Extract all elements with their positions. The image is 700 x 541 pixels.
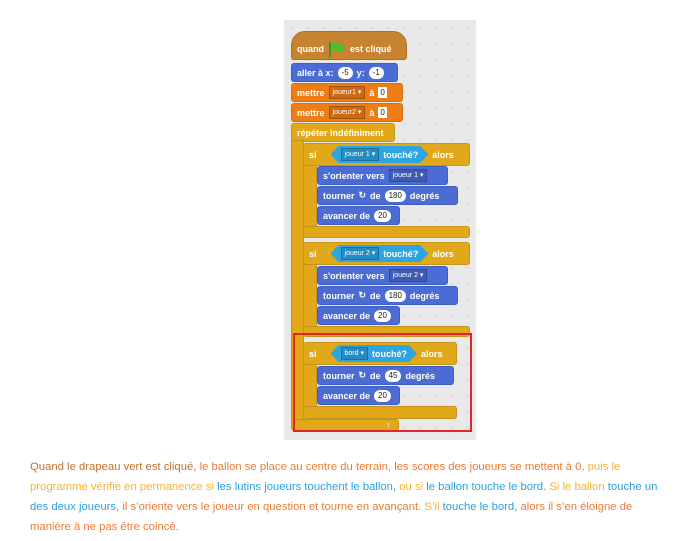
if-touching-block[interactable]: si bord ▾ touché? alors	[303, 342, 457, 365]
description-segment: touche le bord,	[442, 501, 518, 513]
block-label: à	[369, 107, 375, 118]
description-segment: S’il	[421, 501, 443, 513]
move-block[interactable]: avancer de 20	[317, 206, 400, 225]
description-segment: touche un des deux joueurs,	[30, 481, 658, 513]
block-label: touché?	[372, 348, 407, 359]
rotate-clockwise-icon: ↻	[358, 370, 367, 380]
block-label: si	[309, 248, 317, 259]
description-segment: ou si	[396, 481, 427, 493]
description-segment: les lutins joueurs touchent le ballon,	[217, 481, 397, 493]
point-towards-block[interactable]: s'orienter vers joueur 1 ▾	[317, 166, 448, 185]
description-segment: il s’oriente vers le joueur en question …	[119, 501, 422, 513]
value-input[interactable]: 0	[378, 87, 387, 98]
touching-condition[interactable]: joueur 1 ▾touché?	[331, 146, 429, 163]
move-block[interactable]: avancer de 20	[317, 306, 400, 325]
block-label: touché?	[383, 149, 419, 160]
degrees-input[interactable]: 180	[384, 189, 406, 202]
forever-block[interactable]: répéter indéfiniment	[291, 123, 395, 142]
block-label: alors	[421, 348, 443, 359]
variable-dropdown[interactable]: joueur1 ▾	[328, 86, 366, 99]
dropdown-value: joueur 1	[392, 172, 418, 179]
sprite-dropdown[interactable]: joueur 2 ▾	[341, 247, 380, 260]
block-label: degrés	[409, 190, 440, 201]
dropdown-value: bord	[344, 350, 359, 357]
move-block[interactable]: avancer de 20	[317, 386, 400, 405]
when-flag-clicked-block[interactable]: quand est cliqué	[291, 31, 407, 60]
block-label: de	[370, 370, 381, 381]
block-label: avancer de	[323, 390, 371, 401]
turn-block[interactable]: tourner ↻ de 180 degrés	[317, 286, 458, 305]
description-paragraph: Quand le drapeau vert est cliqué, le bal…	[30, 457, 675, 537]
target-dropdown[interactable]: joueur 1 ▾	[388, 169, 428, 182]
block-label: mettre	[297, 87, 325, 98]
block-label: répéter indéfiniment	[297, 127, 384, 138]
touching-condition[interactable]: joueur 2 ▾touché?	[331, 245, 429, 262]
block-label: mettre	[297, 107, 325, 118]
turn-block[interactable]: tourner ↻ de 45 degrés	[317, 366, 454, 385]
block-label: alors	[432, 248, 454, 259]
if-bottom	[303, 406, 457, 419]
steps-input[interactable]: 20	[374, 309, 391, 322]
block-label: y:	[356, 67, 365, 78]
highlight-box	[293, 333, 472, 432]
if-bottom	[303, 226, 470, 238]
green-flag-icon	[329, 41, 344, 57]
degrees-input[interactable]: 45	[384, 369, 402, 382]
block-label: tourner	[323, 190, 355, 201]
target-dropdown[interactable]: joueur 2 ▾	[388, 269, 428, 282]
steps-input[interactable]: 20	[374, 389, 391, 402]
description-segment: le ballon se place au centre du terrain,…	[199, 461, 588, 473]
block-label: si	[309, 149, 317, 160]
value-input[interactable]: 0	[378, 107, 387, 118]
y-input[interactable]: -1	[368, 66, 384, 79]
point-towards-block[interactable]: s'orienter vers joueur 2 ▾	[317, 266, 448, 285]
turn-block[interactable]: tourner ↻ de 180 degrés	[317, 186, 458, 205]
block-label: avancer de	[323, 310, 371, 321]
sprite-dropdown[interactable]: joueur 1 ▾	[341, 148, 380, 161]
variable-dropdown[interactable]: joueur2 ▾	[328, 106, 366, 119]
block-label: est cliqué	[350, 43, 392, 54]
set-variable-block[interactable]: mettre joueur1 ▾ à 0	[291, 83, 403, 102]
dropdown-value: joueur 2	[392, 272, 418, 279]
dropdown-value: joueur1	[332, 89, 356, 96]
description-segment: Si le ballon	[546, 481, 608, 493]
dropdown-value: joueur 2	[344, 250, 370, 257]
block-label: s'orienter vers	[323, 270, 385, 281]
description-segment: Quand le drapeau vert est cliqué,	[30, 461, 200, 473]
block-label: à	[369, 87, 375, 98]
touching-condition[interactable]: bord ▾ touché?	[331, 345, 417, 362]
block-label: tourner	[323, 370, 355, 381]
block-label: s'orienter vers	[323, 170, 385, 181]
dropdown-value: joueur2	[332, 109, 356, 116]
description-segment: le ballon touche le bord.	[426, 481, 547, 493]
degrees-input[interactable]: 180	[384, 289, 406, 302]
block-label: de	[370, 290, 381, 301]
dropdown-value: joueur 1	[344, 151, 370, 158]
rotate-clockwise-icon: ↻	[358, 190, 367, 200]
if-touching-block[interactable]: si joueur 2 ▾touché? alors	[303, 242, 470, 265]
block-label: de	[370, 190, 381, 201]
description-segment: puis le programme vérifie en permanence …	[30, 461, 621, 493]
rotate-clockwise-icon: ↻	[358, 290, 367, 300]
sprite-dropdown[interactable]: bord ▾	[341, 347, 368, 360]
block-label: aller à x:	[297, 67, 334, 78]
block-label: quand	[297, 43, 324, 54]
if-touching-block[interactable]: si joueur 1 ▾touché? alors	[303, 143, 470, 166]
block-label: alors	[432, 149, 454, 160]
block-label: degrés	[405, 370, 435, 381]
block-label: degrés	[409, 290, 440, 301]
goto-xy-block[interactable]: aller à x: -5 y: -1	[291, 63, 398, 82]
block-label: si	[309, 348, 317, 359]
arrow-up-icon: ↑	[386, 420, 391, 430]
x-input[interactable]: -5	[337, 66, 353, 79]
block-label: avancer de	[323, 210, 371, 221]
if-bottom	[303, 326, 470, 337]
set-variable-block[interactable]: mettre joueur2 ▾ à 0	[291, 103, 403, 122]
steps-input[interactable]: 20	[374, 209, 391, 222]
block-label: touché?	[383, 248, 419, 259]
description-segment: alors il s’en éloigne de manière à ne pa…	[30, 501, 633, 533]
block-label: tourner	[323, 290, 355, 301]
if-arm	[303, 165, 317, 227]
if-arm	[303, 264, 317, 327]
